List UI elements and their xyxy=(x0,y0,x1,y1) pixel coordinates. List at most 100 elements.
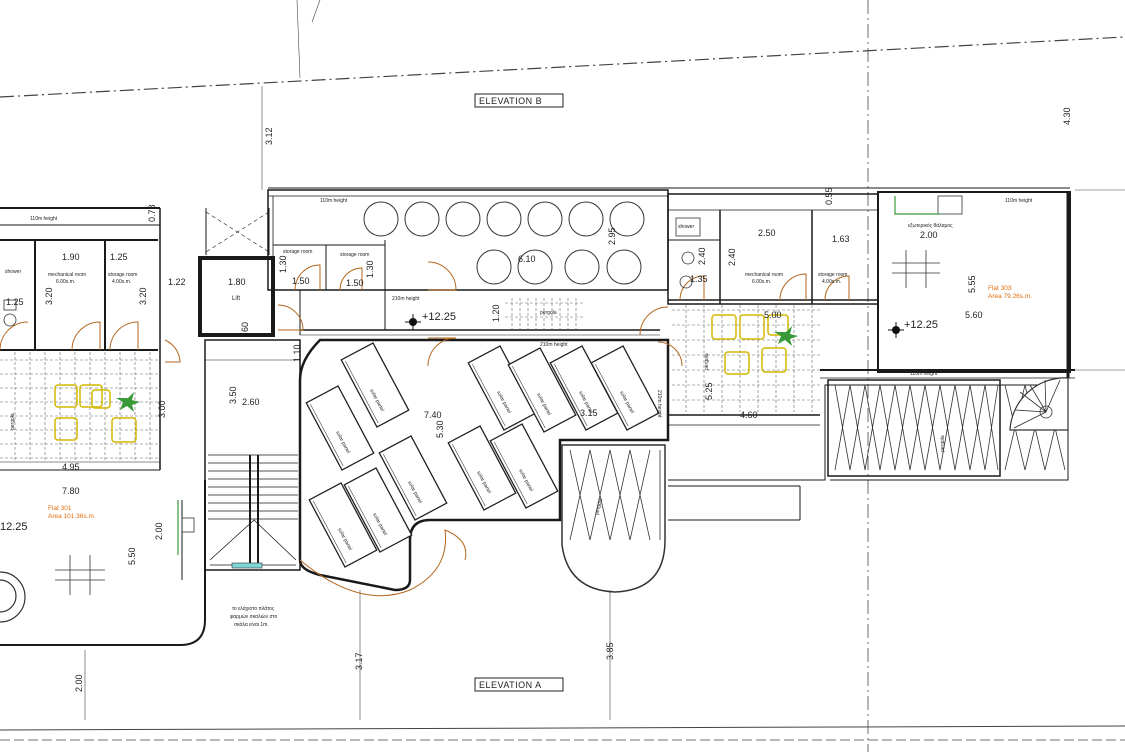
dim-7-40: 7.40 xyxy=(424,410,442,420)
dim-1-25-top: 1.25 xyxy=(110,252,128,262)
dim-1-50-b: 1.50 xyxy=(346,278,364,288)
height-210-b: 210m height xyxy=(540,342,568,348)
storage-small-a: storage room xyxy=(283,249,312,255)
spiral-stair xyxy=(1009,377,1069,431)
dim-3-12: 3.12 xyxy=(264,127,274,145)
elevation-a-label: ELEVATION A xyxy=(479,680,542,690)
flat-left-area: Area 101.36s.m. xyxy=(48,513,96,520)
dim-1-20: 1.20 xyxy=(491,304,501,322)
dim-1-30: 1.30 xyxy=(278,255,288,273)
storage-left-area: 4.00s.m. xyxy=(112,279,131,285)
mech-right-label: mechanical room xyxy=(745,272,783,278)
dim-2-00-b: 2.00 xyxy=(74,674,84,692)
dim-5-60: 5.60 xyxy=(965,310,983,320)
dim-7-80: 7.80 xyxy=(62,486,80,496)
green-marks xyxy=(177,196,940,555)
dim-5-00: 5.00 xyxy=(764,310,782,320)
water-tanks xyxy=(363,201,645,285)
storage-right-area: 4.00s.m. xyxy=(822,279,841,285)
stair-note-3: σκάλα είναι 1m. xyxy=(234,621,269,628)
height-210-c: 210m height xyxy=(656,390,662,418)
left-curve xyxy=(0,571,26,623)
dim-1-90: 1.90 xyxy=(62,252,80,262)
level-marker-right-icon xyxy=(888,322,904,338)
doors xyxy=(0,261,850,597)
lift-label: Lift xyxy=(232,296,240,302)
dim-3-00: 3.00 xyxy=(157,400,167,418)
pergola-label-center: pergola xyxy=(594,498,604,516)
storage-left-label: storage room xyxy=(108,272,137,278)
shower-right-label: shower xyxy=(678,224,694,230)
dim-3-85: 3.85 xyxy=(605,642,615,660)
level-right: +12.25 xyxy=(904,319,938,331)
dim-1-35: 1.35 xyxy=(690,274,708,284)
plants xyxy=(116,326,798,412)
dim-4-60: 4.60 xyxy=(740,410,758,420)
shower-left-label: shower xyxy=(5,269,21,275)
dim-6-10: 6.10 xyxy=(518,254,536,264)
hash-grid-right-icon xyxy=(892,250,940,288)
flat-right-name: Flat 303 xyxy=(988,285,1012,292)
flat-left-name: Flat 301 xyxy=(48,505,72,512)
elevation-b-label: ELEVATION B xyxy=(479,96,542,106)
level-marker-center-icon xyxy=(405,314,421,330)
pergola-label-top: pergola xyxy=(540,310,557,316)
dim-2-50: 2.50 xyxy=(758,228,776,238)
dim-3-15: 3.15 xyxy=(580,408,598,418)
dim-1-22: 1.22 xyxy=(168,277,186,287)
mech-left-area: 6.00s.m. xyxy=(56,279,75,285)
mech-left-label: mechanical room xyxy=(48,272,86,278)
walls xyxy=(0,187,1075,646)
pergola-label-right: pergola xyxy=(940,435,946,452)
height-210-a: 210m height xyxy=(392,296,420,302)
height-note-c: 110m height xyxy=(1005,198,1033,204)
elevation-a-tag: ELEVATION A xyxy=(474,677,564,692)
dim-2-95: 2.95 xyxy=(607,227,617,245)
height-note-a: 110m height xyxy=(30,216,58,222)
flat-right-area: Area 79.26s.m. xyxy=(988,293,1032,300)
dim-1-10: 1.10 xyxy=(292,344,302,362)
dim-60: 60 xyxy=(240,322,250,332)
storage-small-b: storage room xyxy=(340,252,369,258)
dim-1-63: 1.63 xyxy=(832,234,850,244)
dim-4-30: 4.30 xyxy=(1062,107,1072,125)
height-note-b: 110m height xyxy=(320,198,348,204)
dim-3-20-b: 3.20 xyxy=(138,287,148,305)
dim-1-30-b: 1.30 xyxy=(365,260,375,278)
dim-3-50: 3.50 xyxy=(228,386,238,404)
dim-0-78: 0.78 xyxy=(147,204,157,222)
dim-5-50: 5.50 xyxy=(127,547,137,565)
right-door-note: εξωτερικός θάλαμος xyxy=(908,222,953,229)
height-note-d: 110m height xyxy=(910,371,938,377)
hash-grid-left-icon xyxy=(55,555,105,595)
dim-5-25: 5.25 xyxy=(704,382,714,400)
dim-2-60: 2.60 xyxy=(242,397,260,407)
dim-3-20-a: 3.20 xyxy=(44,287,54,305)
pergola-label-right-small: pergola xyxy=(704,353,710,370)
dim-0-55: 0.55 xyxy=(824,187,834,205)
dim-4-95: 4.95 xyxy=(62,462,80,472)
stair-note-1: το ελάχιστο πλάτος xyxy=(232,605,275,612)
dim-5-55: 5.55 xyxy=(967,275,977,293)
mech-right-area: 6.00s.m. xyxy=(752,279,771,285)
elevation-b-tag: ELEVATION B xyxy=(474,93,564,108)
outdoor-furniture xyxy=(54,314,789,443)
level-center: +12.25 xyxy=(422,311,456,323)
stair-window xyxy=(231,562,263,569)
dim-2-00-r: 2.00 xyxy=(920,230,938,240)
dim-1-50-a: 1.50 xyxy=(292,276,310,286)
dim-3-17: 3.17 xyxy=(354,652,364,670)
stair-note-2: φαρμών σκαλιών στο xyxy=(230,613,277,620)
dim-5-30: 5.30 xyxy=(435,420,445,438)
dim-1-25-left: 1.25 xyxy=(6,297,24,307)
dim-2-40-b: 2.40 xyxy=(727,248,737,266)
storage-right-label: storage room xyxy=(818,272,847,278)
solar-panels xyxy=(305,342,660,568)
dim-1-80: 1.80 xyxy=(228,277,246,287)
dim-2-40-a: 2.40 xyxy=(697,247,707,265)
toilet-icons xyxy=(3,195,963,533)
dim-2-00-l: 2.00 xyxy=(154,522,164,540)
dimensions: 3.12 4.30 0.78 0.55 1.90 1.25 1.25 3.20 … xyxy=(6,107,1072,692)
